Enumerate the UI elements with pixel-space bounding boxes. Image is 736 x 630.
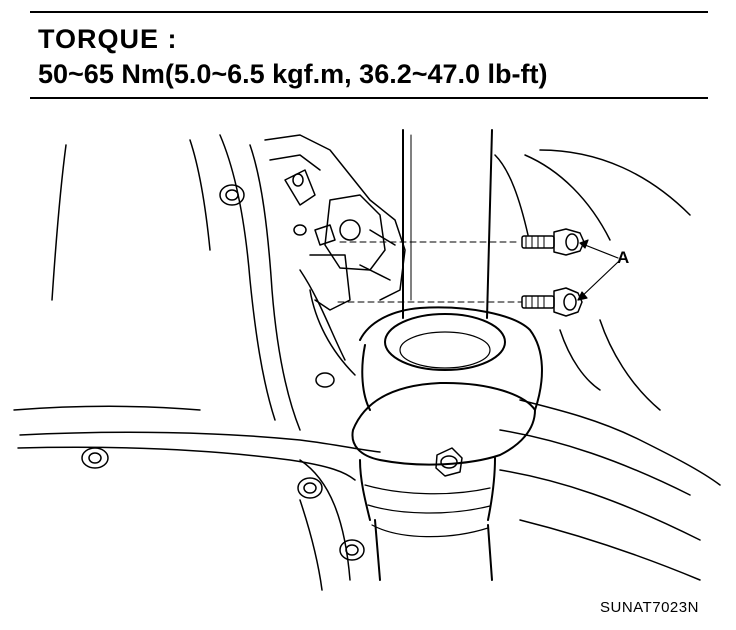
torque-spec: 50~65 Nm(5.0~6.5 kgf.m, 36.2~47.0 lb-ft)	[38, 59, 548, 89]
body-outline	[13, 134, 721, 591]
mounting-bolt-lower	[521, 287, 583, 317]
body-bolts	[81, 173, 365, 561]
mounting-bolt-upper	[521, 228, 585, 256]
torque-header: TORQUE : 50~65 Nm(5.0~6.5 kgf.m, 36.2~47…	[38, 22, 548, 92]
bracket-assembly	[264, 134, 406, 376]
mechanical-drawing	[13, 129, 721, 591]
callout-label-a: A	[617, 248, 630, 267]
boot-assembly	[351, 306, 543, 581]
clamp-bolt	[435, 447, 463, 477]
callout-leaders	[577, 239, 619, 301]
vertical-column	[402, 129, 493, 319]
header-divider	[30, 97, 708, 99]
bolt-centerlines	[337, 241, 523, 303]
figure-code: SUNAT7023N	[600, 599, 699, 616]
top-rule	[30, 11, 708, 13]
torque-title: TORQUE :	[38, 24, 178, 54]
